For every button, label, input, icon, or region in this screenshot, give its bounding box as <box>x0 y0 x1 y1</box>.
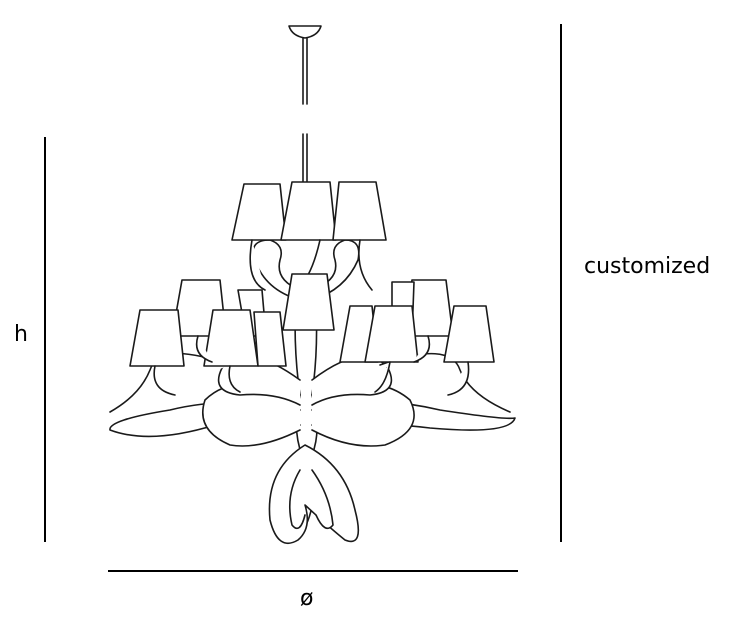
lamp-shade <box>332 181 387 241</box>
overall-height-dimension-line <box>560 24 562 542</box>
lamp-shade <box>443 305 495 363</box>
lamp-shade <box>253 311 287 367</box>
lower-flourish <box>268 444 360 545</box>
height-dimension-line <box>44 137 46 542</box>
lamp-shade <box>231 183 287 241</box>
shade-holder <box>249 239 373 291</box>
lamp-shade <box>282 273 335 331</box>
height-label: h <box>14 322 28 347</box>
lamp-shade <box>280 181 337 241</box>
diameter-dimension-line <box>108 570 518 572</box>
arm-left-low-curl <box>109 352 231 413</box>
ceiling-canopy <box>288 25 322 39</box>
lamp-shade <box>129 309 185 367</box>
lamp-shade <box>364 305 419 363</box>
lamp-shade <box>203 309 259 367</box>
shade-stem <box>153 335 470 396</box>
diameter-label: ø <box>300 586 314 611</box>
overall-height-label: customized <box>584 254 711 279</box>
